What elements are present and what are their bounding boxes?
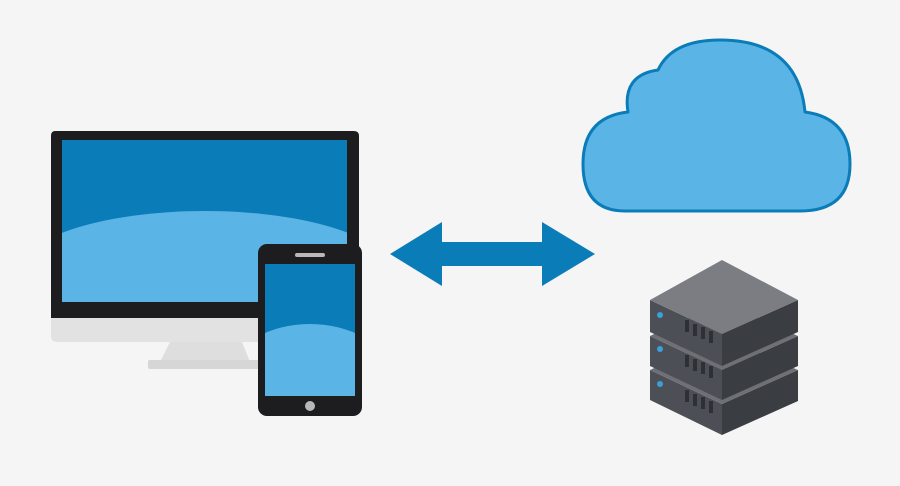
phone-screen-wave bbox=[265, 324, 355, 396]
monitor-stand-base bbox=[148, 360, 260, 369]
cloud-icon bbox=[581, 38, 852, 213]
server-led bbox=[657, 381, 663, 387]
server-stack-icon bbox=[650, 260, 798, 435]
double-arrow-shape bbox=[390, 222, 595, 286]
server-unit-top bbox=[650, 260, 798, 366]
phone-speaker bbox=[295, 253, 325, 257]
server-led bbox=[657, 346, 663, 352]
monitor-stand-neck bbox=[160, 342, 250, 362]
cloud-shape bbox=[581, 38, 852, 213]
double-arrow-icon bbox=[390, 222, 595, 286]
phone-home-button bbox=[305, 401, 315, 411]
server-led bbox=[657, 312, 663, 318]
smartphone-icon bbox=[258, 244, 362, 416]
